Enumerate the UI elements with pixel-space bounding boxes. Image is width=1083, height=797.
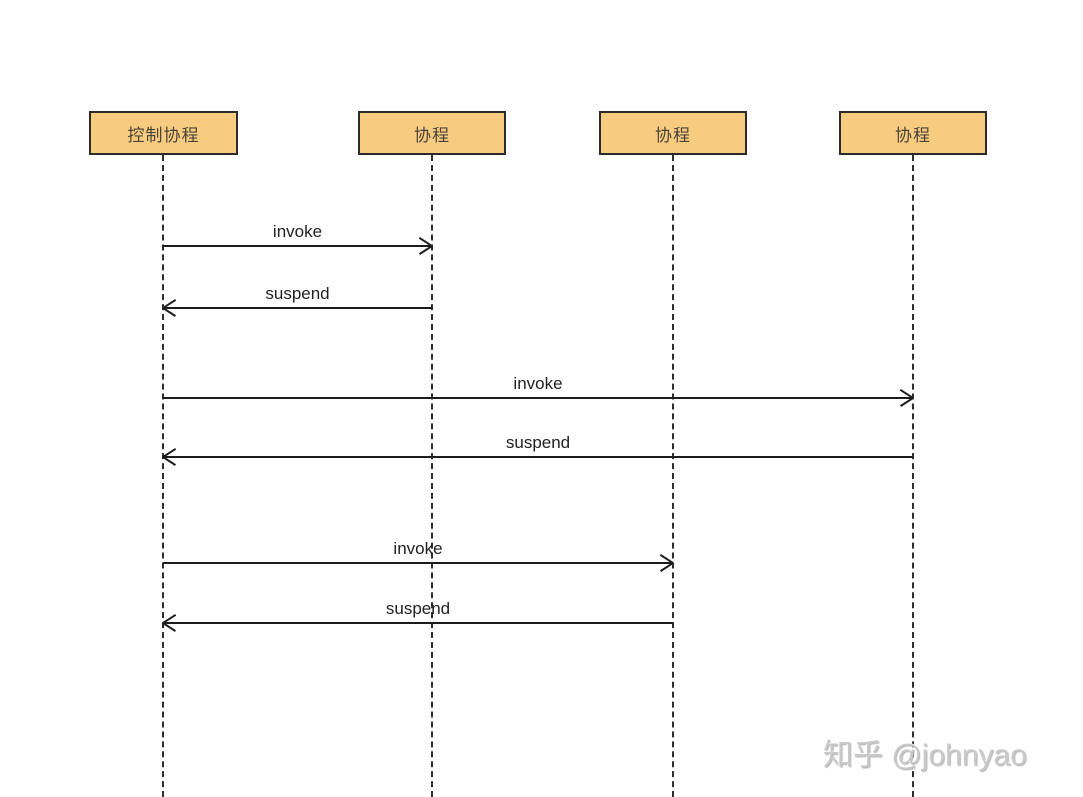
arrow-line-left — [162, 298, 432, 317]
message-label: invoke — [272, 222, 323, 241]
actor-box-control-coroutine: 控制协程 — [89, 111, 238, 155]
arrow-line-left — [162, 447, 913, 466]
arrowhead-icon — [162, 307, 177, 317]
lifeline-coroutine-3 — [912, 155, 914, 797]
arrow-line-right — [163, 236, 433, 255]
actor-label: 协程 — [655, 125, 691, 145]
actor-label: 控制协程 — [127, 125, 200, 145]
arrowhead-icon — [162, 456, 177, 466]
actor-box-coroutine-2: 协程 — [599, 111, 747, 155]
message-label: invoke — [513, 374, 563, 393]
actor-label: 协程 — [895, 125, 931, 145]
message-label: invoke — [393, 539, 443, 558]
message-suspend-2: suspend — [162, 433, 913, 466]
message-suspend-1: suspend — [162, 284, 432, 317]
lifeline-coroutine-1 — [431, 155, 433, 797]
lifeline-coroutine-2 — [672, 155, 674, 797]
arrowhead-icon — [162, 622, 177, 632]
message-invoke-3: invoke — [163, 539, 674, 572]
message-label: suspend — [385, 599, 451, 618]
lifeline-control-coroutine — [162, 155, 164, 797]
arrow-line-right — [163, 388, 914, 407]
message-invoke-1: invoke — [163, 222, 433, 255]
actor-box-coroutine-1: 协程 — [358, 111, 506, 155]
message-label: suspend — [505, 433, 571, 452]
arrow-line-left — [162, 613, 673, 632]
message-invoke-2: invoke — [163, 374, 914, 407]
actor-label: 协程 — [414, 125, 450, 145]
arrow-line-right — [163, 553, 674, 572]
message-suspend-3: suspend — [162, 599, 673, 632]
actor-box-coroutine-3: 协程 — [839, 111, 987, 155]
watermark: 知乎 @johnyao — [823, 739, 1027, 772]
message-label: suspend — [265, 284, 330, 303]
